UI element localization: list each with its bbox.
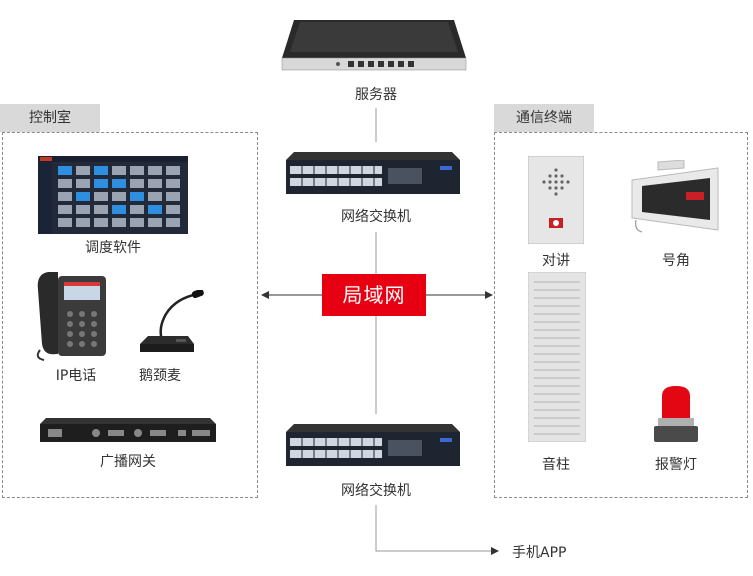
dispatch-software-label: 调度软件 xyxy=(85,240,141,256)
switch-bottom-device xyxy=(284,424,462,468)
server-icon xyxy=(281,20,467,71)
network-switch-icon xyxy=(286,152,460,194)
broadcast-gateway-device xyxy=(38,418,218,446)
arrow-switch-to-mobile-app xyxy=(375,505,499,555)
monitor-icon xyxy=(38,156,188,234)
column-speaker-device xyxy=(527,271,587,443)
gooseneck-mic-icon xyxy=(140,289,204,352)
horn-device xyxy=(628,159,722,238)
network-switch-icon xyxy=(286,424,460,466)
comm-terminals-tab: 通信终端 xyxy=(494,104,594,132)
broadcast-gateway-label: 广播网关 xyxy=(100,454,156,470)
switch-bottom-label: 网络交换机 xyxy=(341,483,411,499)
gooseneck-mic-device xyxy=(136,289,206,354)
server-device xyxy=(280,18,468,72)
ip-phone-label: IP电话 xyxy=(55,368,97,384)
column-speaker-label: 音柱 xyxy=(542,457,570,473)
ip-phone-device xyxy=(26,270,110,362)
horn-label: 号角 xyxy=(662,253,690,269)
switch-top-label: 网络交换机 xyxy=(341,209,411,225)
server-label: 服务器 xyxy=(355,87,397,103)
gooseneck-mic-label: 鹅颈麦 xyxy=(139,368,181,384)
alarm-light-device xyxy=(652,384,700,444)
ip-phone-icon xyxy=(36,272,106,361)
control-room-group xyxy=(2,132,258,498)
dispatch-software-device xyxy=(38,156,188,234)
broadcast-gateway-icon xyxy=(40,418,216,442)
alarm-light-label: 报警灯 xyxy=(655,457,697,473)
intercom-device xyxy=(527,155,585,245)
mobile-app-label: 手机APP xyxy=(512,545,567,561)
switch-top-device xyxy=(284,152,462,196)
intercom-label: 对讲 xyxy=(542,253,570,269)
alarm-light-icon xyxy=(654,386,698,442)
intercom-icon xyxy=(527,155,585,245)
lan-node: 局域网 xyxy=(322,274,426,316)
control-room-tab: 控制室 xyxy=(0,104,100,132)
column-speaker-icon xyxy=(527,271,587,443)
horn-icon xyxy=(631,159,719,233)
comm-terminals-group xyxy=(494,132,748,498)
